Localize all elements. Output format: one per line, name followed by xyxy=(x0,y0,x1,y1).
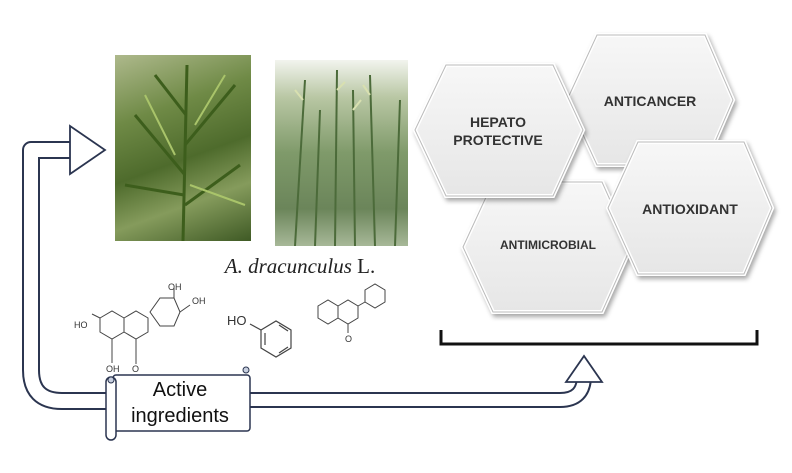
chem-label-oh: OH xyxy=(168,282,182,292)
bracket xyxy=(439,330,759,346)
label-antimicrobial: ANTIMICROBIAL xyxy=(500,238,596,252)
chem-label-oh: OH xyxy=(192,296,206,306)
label-hepato: HEPATO xyxy=(470,114,526,130)
label-antioxidant: ANTIOXIDANT xyxy=(642,201,738,217)
active-ingredients-scroll xyxy=(105,366,251,441)
leaves-illustration xyxy=(294,69,401,246)
arrowhead-icon xyxy=(564,354,604,383)
leaves-illustration xyxy=(124,64,246,241)
hex-anticancer xyxy=(564,33,736,167)
chem-label-o: O xyxy=(345,334,352,344)
hex-antioxidant xyxy=(605,140,775,276)
tarragon-photo-2 xyxy=(275,60,408,246)
scroll-line-1: Active xyxy=(152,379,208,401)
hex-hepatoprotective xyxy=(412,63,586,198)
label-protective: PROTECTIVE xyxy=(453,132,542,148)
species-author: L. xyxy=(357,254,376,278)
feedback-arrow xyxy=(22,124,112,410)
active-ingredients-label: Active ingredients xyxy=(112,377,248,429)
label-anticancer: ANTICANCER xyxy=(604,93,697,109)
arrowhead-icon xyxy=(69,124,107,176)
chem-label-oh: OH xyxy=(106,364,120,374)
species-caption: A. dracunculus L. xyxy=(180,254,420,279)
species-name: A. dracunculus xyxy=(224,254,352,278)
scroll-line-2: ingredients xyxy=(131,405,229,427)
activity-arrow xyxy=(248,354,604,408)
luteolin-structure xyxy=(91,288,191,364)
chem-label-o: O xyxy=(132,364,139,374)
tarragon-photo-1 xyxy=(115,55,251,241)
chem-label-ho: HO xyxy=(227,313,247,328)
phenol-structure xyxy=(249,320,292,358)
chem-label-ho: HO xyxy=(74,320,88,330)
flavone-structure xyxy=(317,283,386,333)
